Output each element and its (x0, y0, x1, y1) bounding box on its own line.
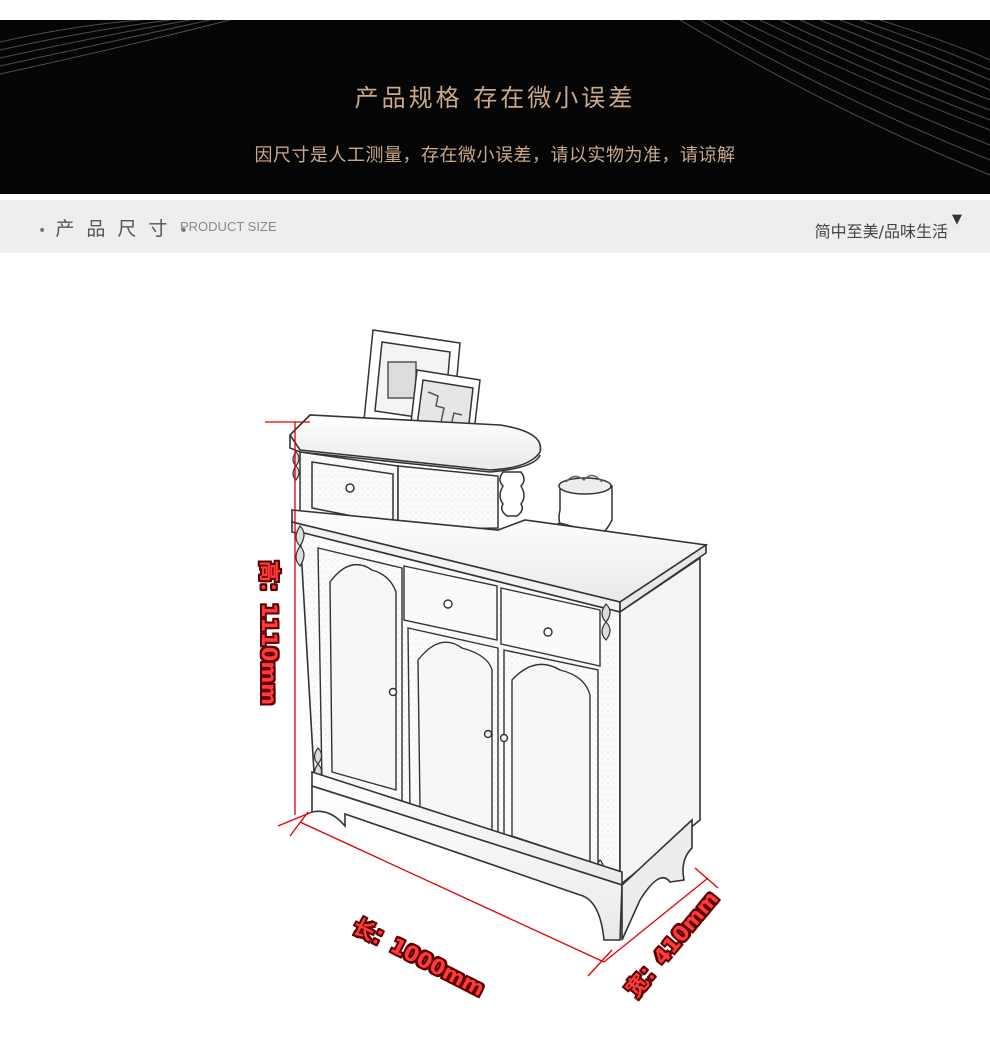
dimension-lines (265, 421, 719, 977)
bullet-dot-icon: • (179, 223, 188, 239)
bullet-dot-icon: • (38, 223, 47, 239)
turned-column (499, 471, 525, 517)
lower-doors (407, 627, 599, 871)
section-title-english: PRODUCT SIZE (180, 219, 277, 234)
banner-subtitle: 因尺寸是人工测量，存在微小误差，请以实物为准，请谅解 (254, 145, 736, 166)
section-title-group: • 产 品 尺 寸 • (38, 214, 188, 241)
middle-drawers (403, 565, 601, 667)
cabinet-base (311, 770, 693, 941)
product-illustration-area: 高：1110mm 长：1000mm 宽：410mm (0, 253, 990, 1057)
decor-bowl (558, 474, 613, 542)
triangle-down-icon: ▼ (952, 212, 962, 227)
section-header: • 产 品 尺 寸 • PRODUCT SIZE 简中至美/品味生活 ▼ (0, 200, 990, 253)
banner-title: 产品规格 存在微小误差 (354, 84, 636, 112)
header-banner: 产品规格 存在微小误差 因尺寸是人工测量，存在微小误差，请以实物为准，请谅解 (0, 20, 990, 194)
slogan: 简中至美/品味生活 (814, 222, 948, 241)
cabinet-sketch (265, 329, 719, 977)
decorative-lines (0, 20, 990, 176)
cabinet-top (291, 509, 709, 614)
height-dimension-label: 高：1110mm (257, 560, 282, 706)
upper-shelf (288, 414, 542, 473)
section-title: 产 品 尺 寸 (55, 218, 171, 240)
